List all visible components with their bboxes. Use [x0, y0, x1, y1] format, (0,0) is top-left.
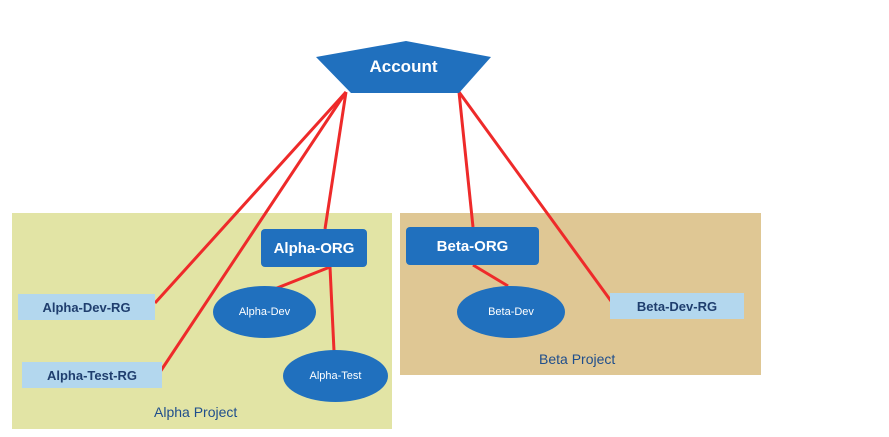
link-account-alpha-org [323, 91, 348, 230]
link-account-beta-org [457, 91, 475, 228]
link-account-alpha-test-rg [158, 91, 348, 373]
account-shape [316, 41, 491, 93]
link-beta-org-beta-dev [472, 263, 509, 288]
beta-dev-env-node: Beta-Dev [457, 286, 565, 338]
alpha-org-node: Alpha-ORG [261, 229, 367, 267]
beta-dev-rg-node: Beta-Dev-RG [610, 293, 744, 319]
link-account-beta-dev-rg [457, 91, 613, 302]
beta-project-label: Beta Project [539, 351, 616, 367]
link-alpha-org-alpha-dev [271, 265, 331, 292]
account-label: Account [369, 57, 438, 76]
link-account-alpha-dev-rg [153, 90, 348, 305]
alpha-test-env-node: Alpha-Test [283, 350, 388, 402]
beta-org-node: Beta-ORG [406, 227, 539, 265]
link-alpha-org-alpha-test [328, 266, 336, 352]
alpha-project-label: Alpha Project [154, 404, 238, 420]
account-node: Account [316, 41, 491, 105]
alpha-dev-rg-node: Alpha-Dev-RG [18, 294, 155, 320]
alpha-test-rg-node: Alpha-Test-RG [22, 362, 162, 388]
alpha-dev-env-node: Alpha-Dev [213, 286, 316, 338]
